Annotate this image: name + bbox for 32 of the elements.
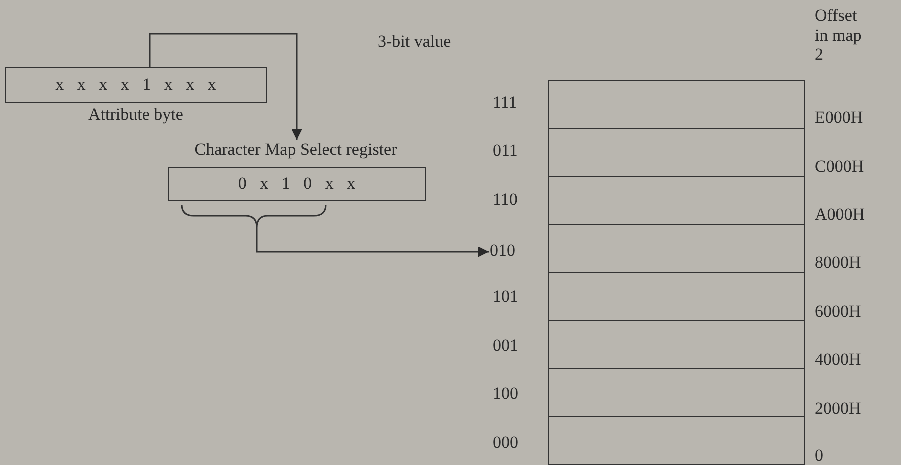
memory-slot — [548, 320, 805, 369]
arrow — [256, 228, 489, 258]
axis-heading: 3-bit value — [378, 32, 452, 52]
bit-value: 101 — [493, 287, 518, 307]
register-caption: Character Map Select register — [194, 140, 398, 160]
offset-value: 6000H — [815, 302, 862, 322]
memory-slot — [548, 416, 805, 465]
offset-value: 0 — [815, 446, 824, 465]
offset-value: 4000H — [815, 350, 862, 370]
arrow — [149, 33, 302, 140]
bit-value: 000 — [493, 433, 518, 453]
axis-heading: Offset in map 2 — [815, 6, 863, 65]
memory-slot — [548, 368, 805, 417]
offset-value: 2000H — [815, 399, 862, 419]
bit-value: 110 — [493, 190, 518, 210]
register-box: 0 x 1 0 x x — [168, 167, 426, 201]
memory-slot — [548, 224, 805, 273]
memory-slot — [548, 128, 805, 177]
memory-slot — [548, 176, 805, 225]
offset-value: E000H — [815, 108, 864, 128]
register-caption: Attribute byte — [88, 105, 184, 125]
memory-slot — [548, 272, 805, 321]
bit-value: 100 — [493, 384, 518, 404]
bit-value: 011 — [493, 141, 518, 161]
bit-value: 001 — [493, 336, 518, 356]
register-box: x x x x 1 x x x — [5, 67, 267, 103]
bit-value: 111 — [493, 93, 518, 113]
offset-value: 8000H — [815, 253, 862, 273]
offset-value: A000H — [815, 205, 866, 225]
bit-value: 010 — [490, 241, 534, 263]
memory-slot — [548, 80, 805, 129]
offset-value: C000H — [815, 157, 864, 177]
